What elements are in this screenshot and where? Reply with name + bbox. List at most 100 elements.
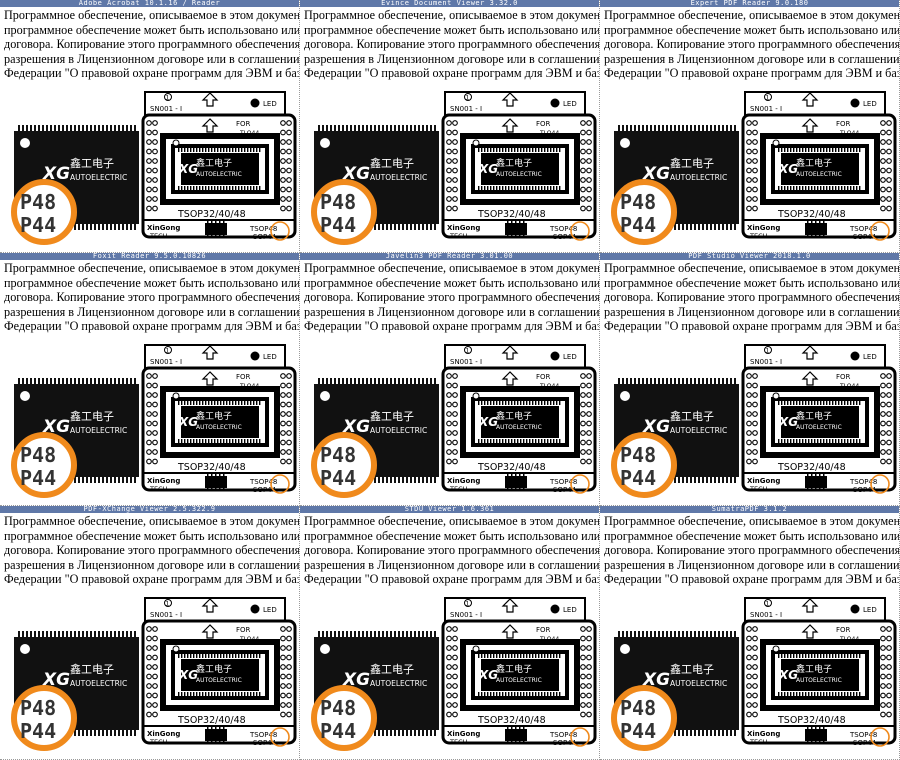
text-line: разрешения в Лицензионном договоре или в… [604, 557, 900, 572]
maker-line2: TECH. [749, 738, 769, 746]
callout-line1: P48 [320, 696, 356, 720]
chip-company: AUTOELECTRIC [70, 426, 127, 435]
chip-chinese: 鑫工电子 [670, 662, 714, 676]
pkg-line2: SOP44 [853, 739, 877, 747]
text-line: договора. Копирование этого программного… [4, 290, 300, 305]
text-line: программное обеспечение может быть испол… [4, 528, 300, 543]
callout-highlight: P48 P44 [611, 179, 677, 245]
callout-line1: P48 [20, 696, 56, 720]
led-icon [550, 98, 560, 108]
chip-company: AUTOELECTRIC [370, 679, 427, 688]
socket-company: AUTOELECTRIC [796, 171, 842, 178]
adapter-board: FOR TLO44 XG 鑫工电子 AUTOELECTRIC TSOP32/40… [441, 113, 597, 241]
adapter-figure: XG 鑫工电子 AUTOELECTRIC 1 SN001 - I LED [610, 342, 899, 502]
text-line: программное обеспечение может быть испол… [604, 528, 900, 543]
text-line: разрешения в Лицензионном договоре или в… [304, 51, 600, 66]
viewer-title: Expert PDF Reader 9.0.180 [600, 0, 899, 7]
small-highlight-circle [570, 727, 590, 747]
for-label: FOR [536, 373, 551, 381]
board-header: 1 SN001 - I LED [744, 344, 886, 370]
socket-chinese: 鑫工电子 [196, 663, 232, 675]
socket-label: TSOP32/40/48 [777, 209, 846, 220]
adapter-figure: XG 鑫工电子 AUTOELECTRIC 1 SN001 - I LED [310, 342, 599, 502]
text-line: Федерации "О правовой охране программ дл… [4, 572, 300, 587]
pkg-line2: SOP44 [853, 486, 877, 494]
callout-line1: P48 [20, 190, 56, 214]
callout-circle [11, 432, 77, 498]
callout-line1: P48 [320, 190, 356, 214]
text-line: разрешения в Лицензионном договоре или в… [604, 304, 900, 319]
callout-line1: P48 [620, 696, 656, 720]
pkg-line1: TSOP48 [549, 225, 577, 233]
viewer-panel: Foxit Reader 9.5.0.10826 Программное обе… [0, 253, 300, 506]
chip-chinese: 鑫工电子 [370, 662, 414, 676]
chip-brand: XG [342, 417, 370, 437]
callout-line2: P44 [620, 213, 656, 237]
up-arrow-icon [801, 371, 819, 386]
up-arrow-icon [201, 624, 219, 639]
board-header: 1 SN001 - I LED [144, 344, 286, 370]
for-label: FOR [236, 373, 251, 381]
socket-company: AUTOELECTRIC [496, 171, 542, 178]
viewer-title: PDF-XChange Viewer 2.5.322.9 [0, 506, 299, 513]
chip-chinese: 鑫工电子 [370, 409, 414, 423]
board-id: SN001 - I [750, 611, 782, 619]
adapter-board: FOR TLO44 XG 鑫工电子 AUTOELECTRIC TSOP32/40… [141, 619, 297, 747]
small-highlight-circle [570, 221, 590, 241]
svg-text:1: 1 [166, 348, 170, 355]
up-arrow-icon [801, 598, 819, 613]
maker-line1: XinGong [447, 224, 480, 232]
text-line: разрешения в Лицензионном договоре или в… [304, 304, 600, 319]
text-line: Федерации "О правовой охране программ дл… [4, 319, 300, 334]
up-arrow-icon [501, 118, 519, 133]
svg-text:1: 1 [466, 601, 470, 608]
board-id: SN001 - I [750, 105, 782, 113]
callout-highlight: P48 P44 [311, 685, 377, 751]
document-text: Программное обеспечение, описываемое в э… [304, 514, 600, 587]
text-line: Программное обеспечение, описываемое в э… [4, 8, 300, 22]
up-arrow-icon [801, 92, 819, 107]
viewer-title: Evince Document Viewer 3.32.0 [300, 0, 599, 7]
maker-line2: TECH. [149, 232, 169, 240]
board-id: SN001 - I [750, 358, 782, 366]
text-line: Федерации "О правовой охране программ дл… [604, 66, 900, 81]
socket-brand: XG [178, 415, 198, 429]
text-line: Программное обеспечение, описываемое в э… [304, 514, 600, 528]
callout-circle [611, 685, 677, 751]
pkg-line1: TSOP48 [249, 478, 277, 486]
text-line: Федерации "О правовой охране программ дл… [304, 319, 600, 334]
text-line: Программное обеспечение, описываемое в э… [604, 8, 900, 22]
socket-label: TSOP32/40/48 [777, 715, 846, 726]
chip-chinese: 鑫工电子 [370, 156, 414, 170]
led-label: LED [563, 353, 577, 361]
for-label: FOR [836, 373, 851, 381]
adapter-figure: XG 鑫工电子 AUTOELECTRIC 1 SN001 - I LED [310, 595, 599, 755]
up-arrow-icon [501, 624, 519, 639]
maker-line2: TECH. [149, 485, 169, 493]
chip-company: AUTOELECTRIC [670, 679, 727, 688]
viewer-panel: Evince Document Viewer 3.32.0 Программно… [300, 0, 600, 253]
for-label: FOR [836, 120, 851, 128]
led-label: LED [563, 100, 577, 108]
led-label: LED [863, 353, 877, 361]
board-header: 1 SN001 - I LED [744, 91, 886, 117]
pkg-line1: TSOP48 [849, 225, 877, 233]
adapter-board: FOR TLO44 XG 鑫工电子 AUTOELECTRIC TSOP32/40… [741, 366, 897, 494]
up-arrow-icon [501, 371, 519, 386]
callout-line2: P44 [620, 719, 656, 743]
socket-brand: XG [778, 162, 798, 176]
up-arrow-icon [201, 345, 219, 360]
callout-line2: P44 [320, 719, 356, 743]
socket-company: AUTOELECTRIC [196, 171, 242, 178]
for-label: FOR [236, 120, 251, 128]
viewer-panel: PDF-XChange Viewer 2.5.322.9 Программное… [0, 506, 300, 760]
up-arrow-icon [801, 345, 819, 360]
socket-label: TSOP32/40/48 [177, 209, 246, 220]
socket-chinese: 鑫工电子 [496, 157, 532, 169]
adapter-figure: XG 鑫工电子 AUTOELECTRIC 1 SN001 - I LED [10, 342, 299, 502]
text-line: программное обеспечение может быть испол… [4, 275, 300, 290]
led-icon [550, 604, 560, 614]
callout-line2: P44 [20, 719, 56, 743]
viewer-title: STDU Viewer 1.6.361 [300, 506, 599, 513]
